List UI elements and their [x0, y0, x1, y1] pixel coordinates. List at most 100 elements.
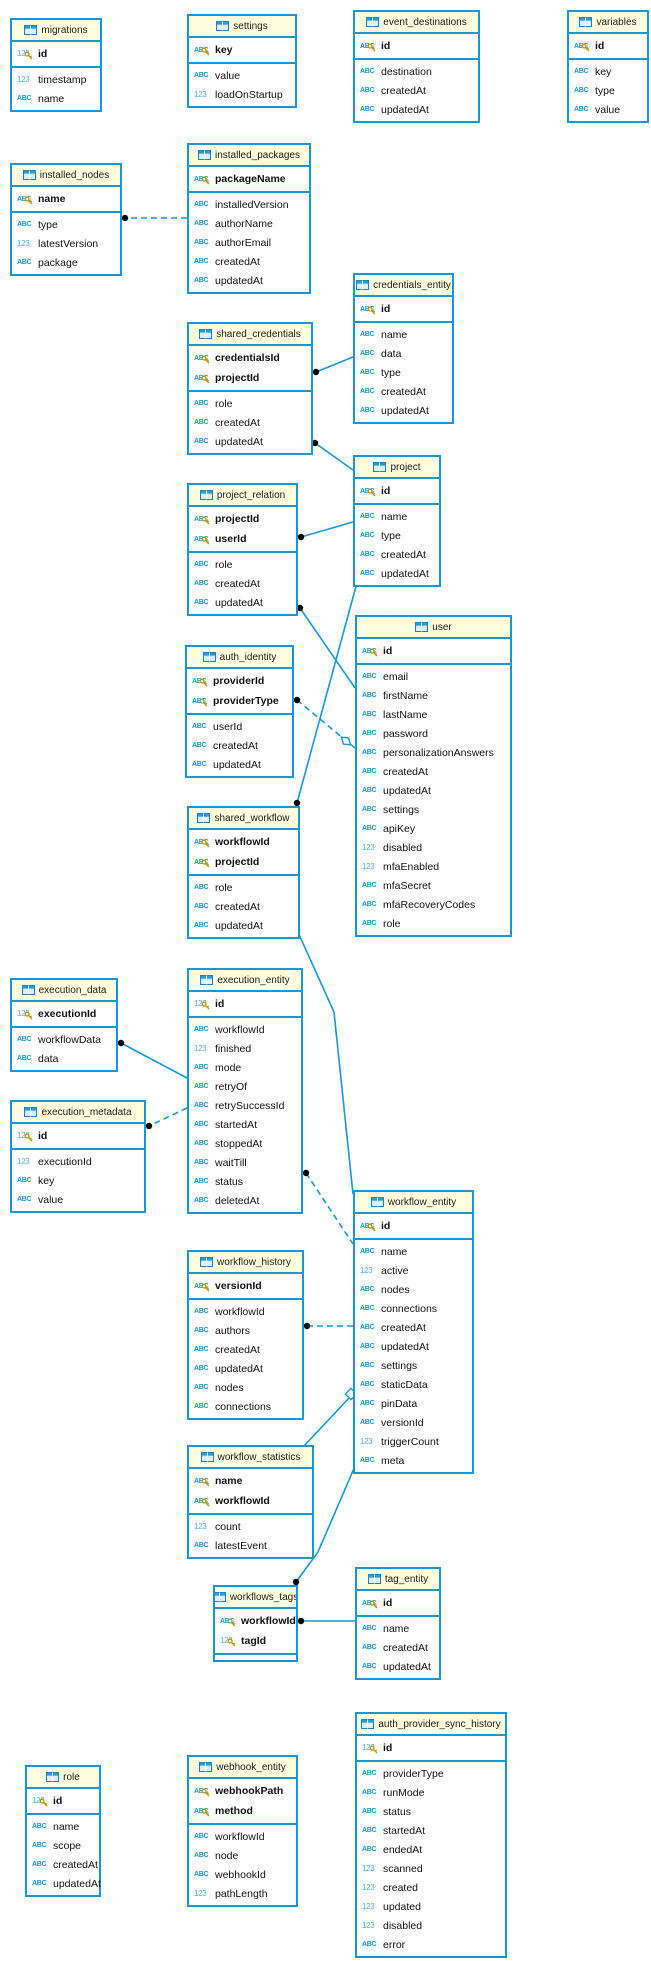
table-header[interactable]: shared_credentials	[189, 324, 311, 346]
table-header[interactable]: execution_entity	[189, 970, 301, 992]
table-header[interactable]: workflow_history	[189, 1252, 302, 1274]
table-header[interactable]: workflows_tags	[215, 1587, 296, 1609]
type-icon-label: ABC	[194, 1282, 209, 1290]
number-type-icon: 123	[362, 843, 379, 852]
table-icon	[24, 1107, 38, 1117]
table-header[interactable]: workflow_entity	[355, 1192, 472, 1214]
text-type-icon: ABC	[360, 407, 377, 414]
text-type-icon: ABC	[194, 47, 211, 55]
table-header[interactable]: execution_data	[12, 980, 116, 1002]
table-header[interactable]: role	[27, 1767, 99, 1789]
text-type-icon: ABC	[194, 884, 211, 891]
field-name: latestVersion	[38, 237, 99, 250]
text-type-icon: ABC	[192, 698, 209, 706]
primary-key-icon	[369, 1745, 378, 1756]
field-name: connections	[381, 1302, 438, 1315]
text-type-icon: ABC	[362, 1644, 379, 1651]
text-type-icon: ABC	[574, 87, 591, 94]
primary-key-icon	[201, 1808, 210, 1819]
table-header[interactable]: tag_entity	[357, 1569, 439, 1591]
table-header[interactable]: webhook_entity	[189, 1757, 296, 1779]
table-header[interactable]: variables	[569, 12, 647, 34]
type-icon-label: ABC	[360, 1324, 375, 1331]
table-header[interactable]: installed_nodes	[12, 165, 120, 187]
field-name: type	[381, 366, 401, 379]
table-header[interactable]: project	[355, 457, 439, 479]
table-header[interactable]: auth_provider_sync_history	[357, 1714, 505, 1736]
type-icon-label: ABC	[194, 354, 209, 362]
type-icon-label: ABC	[194, 1026, 209, 1033]
table-header[interactable]: event_destinations	[355, 12, 478, 34]
type-icon-label: ABC	[194, 1121, 209, 1128]
table-header[interactable]: execution_metadata	[12, 1102, 144, 1124]
text-type-icon: ABC	[360, 43, 377, 51]
type-icon-label: ABC	[194, 1102, 209, 1109]
type-icon-label: ABC	[194, 258, 209, 265]
table-header[interactable]: settings	[189, 16, 295, 38]
table-header[interactable]: auth_identity	[187, 647, 292, 669]
type-icon-label: ABC	[17, 1036, 32, 1043]
text-type-icon: ABC	[220, 1618, 237, 1626]
text-type-icon: ABC	[360, 87, 377, 94]
type-icon-label: ABC	[362, 1846, 377, 1853]
table-header[interactable]: credentials_entity	[355, 275, 452, 297]
type-icon-label: ABC	[360, 487, 375, 495]
type-icon-label: ABC	[17, 195, 32, 203]
type-icon-label: 123	[194, 1521, 207, 1531]
table-header[interactable]: project_relation	[189, 485, 296, 507]
table-header[interactable]: user	[357, 617, 510, 639]
table-header[interactable]: installed_packages	[189, 145, 309, 167]
type-icon-label: ABC	[360, 407, 375, 414]
table-header[interactable]: shared_workflow	[189, 808, 298, 830]
table-header[interactable]: workflow_statistics	[189, 1447, 312, 1469]
field-name: providerId	[213, 675, 265, 687]
text-type-icon: ABC	[194, 1788, 211, 1796]
text-type-icon: ABC	[192, 761, 209, 768]
type-icon-label: ABC	[194, 922, 209, 929]
table-icon	[579, 17, 593, 27]
table-header[interactable]: migrations	[12, 20, 100, 42]
text-type-icon: ABC	[362, 920, 379, 927]
field-name: updatedAt	[381, 103, 429, 116]
text-type-icon: ABC	[362, 787, 379, 794]
field-name: credentialsId	[215, 352, 280, 364]
